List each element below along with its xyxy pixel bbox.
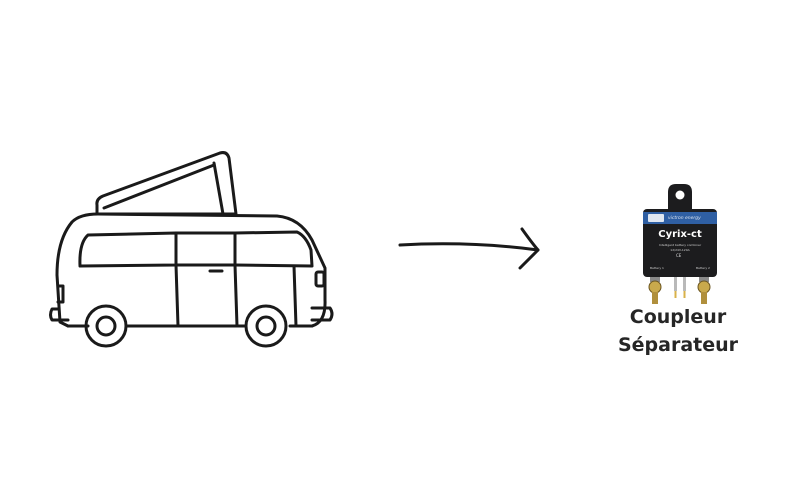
device-spec: 12/24V-120A bbox=[670, 248, 690, 252]
caption-line2: Séparateur bbox=[617, 334, 739, 356]
device-caption: Coupleur Séparateur bbox=[596, 303, 760, 359]
device-subtitle: Intelligent battery combiner bbox=[658, 243, 702, 247]
device-battery2-label: Battery 2 bbox=[696, 266, 710, 270]
battery-combiner-icon bbox=[643, 184, 717, 304]
device-battery1-label: Battery 1 bbox=[650, 266, 664, 270]
device-model: Cyrix-ct bbox=[658, 229, 702, 240]
device-brand: victron energy bbox=[668, 216, 701, 221]
caption-line1: Coupleur bbox=[629, 306, 727, 328]
device-ce-mark: CE bbox=[676, 253, 682, 258]
